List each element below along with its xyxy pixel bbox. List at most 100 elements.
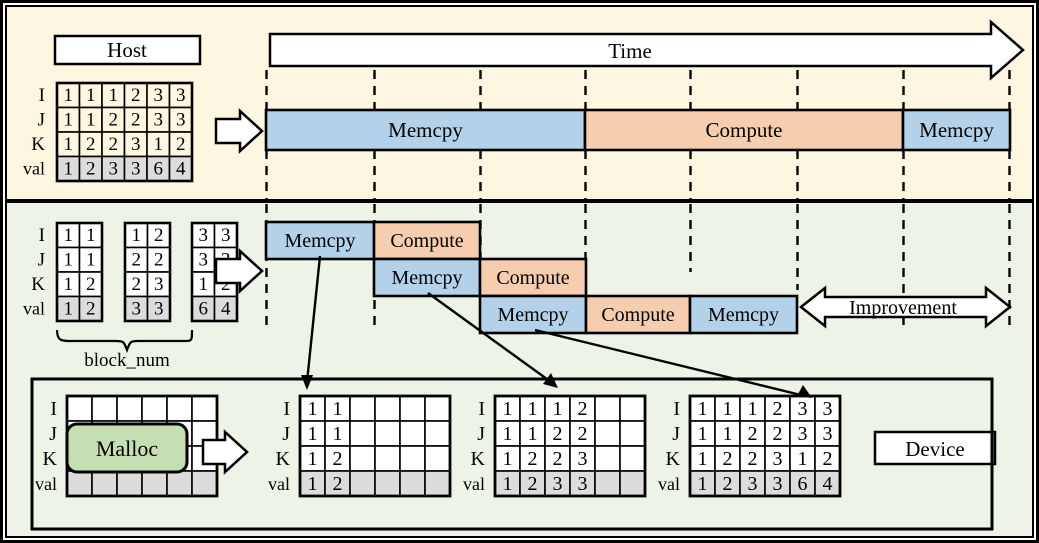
- cell-value: 3: [823, 398, 833, 420]
- cell: [764, 445, 791, 472]
- cell-value: 1: [86, 110, 96, 131]
- cell-value: 3: [154, 274, 164, 295]
- cell: [349, 445, 376, 472]
- stage-outline: [493, 394, 647, 498]
- cell-value: 3: [131, 134, 141, 155]
- row-label-K: K: [31, 134, 45, 155]
- cell-value: 1: [308, 398, 318, 420]
- cell: [116, 395, 143, 422]
- cell: [141, 395, 168, 422]
- cell-value: 6: [199, 299, 209, 320]
- stage-outline: [688, 394, 842, 498]
- cell: [619, 420, 646, 447]
- cell-value: 2: [528, 473, 538, 495]
- timeline-block-label: Memcpy: [388, 118, 463, 142]
- pipeline-block-label: Memcpy: [497, 304, 568, 326]
- cell-value: 1: [723, 423, 733, 445]
- cell-value: 1: [109, 85, 119, 106]
- table-outline: [55, 81, 194, 183]
- row-label-J: J: [672, 423, 680, 445]
- host-label: Host: [107, 38, 147, 62]
- cell: [349, 420, 376, 447]
- cell-value: 6: [154, 159, 164, 180]
- cell-value: 2: [773, 398, 783, 420]
- cell: [116, 470, 143, 497]
- cell-value: 1: [64, 134, 74, 155]
- cell-value: 1: [64, 299, 74, 320]
- cell-value: 2: [333, 473, 343, 495]
- stage-outline: [298, 394, 452, 498]
- row-label-val: val: [23, 159, 45, 179]
- cell-value: 2: [86, 159, 96, 180]
- cell: [619, 395, 646, 422]
- cell: [594, 470, 621, 497]
- cell: [424, 395, 451, 422]
- cell-value: 2: [109, 134, 119, 155]
- cell-value: 3: [154, 299, 164, 320]
- cell: [714, 420, 741, 447]
- cell-value: 2: [333, 448, 343, 470]
- cell-value: 3: [221, 225, 231, 246]
- cell-value: 1: [798, 448, 808, 470]
- pipeline-block-memcpy: [688, 294, 799, 335]
- cell-value: 3: [798, 398, 808, 420]
- connector-3: [534, 328, 806, 398]
- cell: [714, 445, 741, 472]
- cell: [66, 470, 93, 497]
- cell-value: 3: [578, 473, 588, 495]
- block-num-brace: [55, 329, 194, 354]
- cell-value: 2: [154, 250, 164, 271]
- row-label-I: I: [50, 398, 57, 420]
- row-label-J: J: [477, 423, 485, 445]
- cell-value: 1: [333, 398, 343, 420]
- cell-value: 3: [176, 110, 186, 131]
- cell-value: 6: [798, 473, 808, 495]
- cell-value: 1: [503, 448, 513, 470]
- cell: [594, 420, 621, 447]
- cell-value: 1: [154, 134, 164, 155]
- cell-value: 1: [333, 423, 343, 445]
- pipeline-block-memcpy: [264, 220, 376, 261]
- cell-value: 3: [773, 473, 783, 495]
- malloc-flow-arrow-icon: [201, 429, 249, 475]
- pipeline-block-label: Memcpy: [708, 304, 779, 326]
- cell-value: 1: [199, 274, 209, 295]
- cell: [66, 395, 93, 422]
- cell-value: 3: [823, 423, 833, 445]
- cell: [739, 420, 766, 447]
- pipeline-block-memcpy: [372, 257, 482, 298]
- cell: [374, 445, 401, 472]
- row-label-J: J: [38, 250, 45, 271]
- cell: [324, 420, 351, 447]
- cell-value: 1: [86, 225, 96, 246]
- block-num-label: block_num: [84, 350, 170, 371]
- cell: [739, 445, 766, 472]
- cell-value: 3: [154, 85, 164, 106]
- cell-value: 1: [64, 85, 74, 106]
- pipeline-block-label: Memcpy: [391, 267, 462, 289]
- cell-value: 2: [131, 85, 141, 106]
- row-label-val: val: [658, 474, 680, 494]
- cell-value: 1: [64, 225, 74, 246]
- row-label-J: J: [49, 423, 57, 445]
- cell-value: 2: [723, 448, 733, 470]
- row-label-J: J: [282, 423, 290, 445]
- block-outline: [55, 221, 104, 323]
- cell-value: 1: [528, 398, 538, 420]
- pipeline-block-compute: [584, 294, 692, 335]
- device-label: Device: [905, 437, 964, 461]
- cell: [399, 470, 426, 497]
- cell-value: 1: [64, 159, 74, 180]
- timeline-block-label: Compute: [706, 118, 783, 142]
- row-label-val: val: [463, 474, 485, 494]
- cell-value: 2: [823, 448, 833, 470]
- cell-value: 4: [176, 159, 186, 180]
- cell-value: 3: [154, 110, 164, 131]
- cell-value: 1: [748, 398, 758, 420]
- cell: [569, 445, 596, 472]
